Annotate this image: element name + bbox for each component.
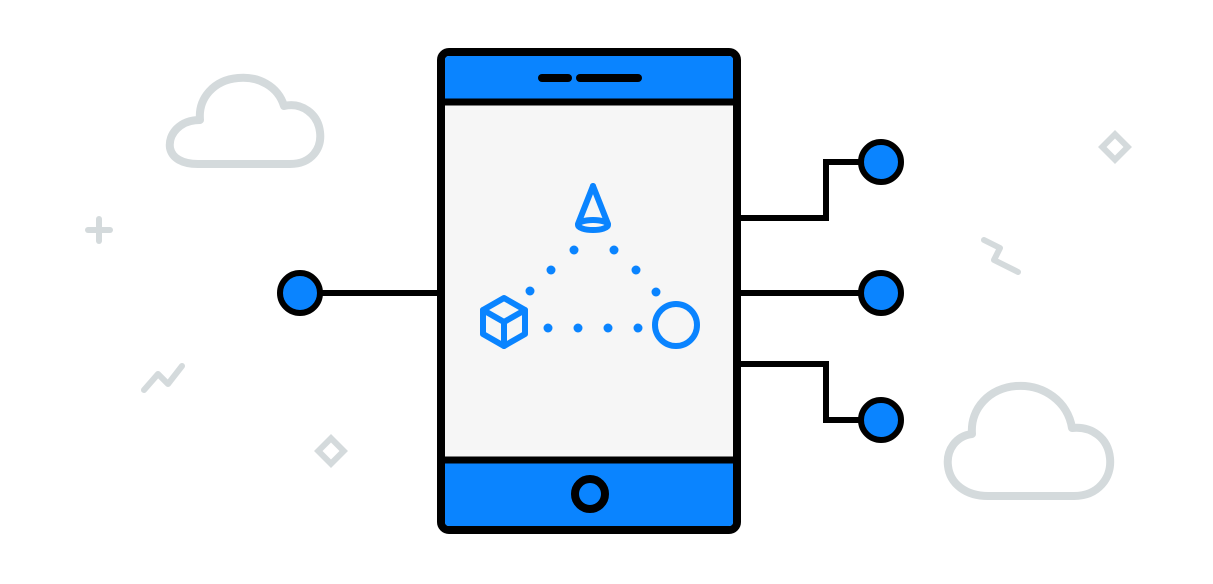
home-button-icon [571,475,609,513]
zigzag-sparkle-icon [981,237,1021,275]
sphere-icon [652,301,700,349]
right-connector-line-top [740,159,880,221]
phone-body [437,48,741,534]
diamond-sparkle-icon [1098,130,1132,164]
connection-lines [302,159,880,423]
connection-node-icon [858,397,904,443]
connection-node-icon [858,270,904,316]
connection-node-icon [277,270,323,316]
cone-icon [575,183,611,233]
zigzag-sparkle-icon [141,363,185,393]
plus-sparkle-icon [85,216,113,244]
right-connector-line-bottom [740,361,880,423]
connection-nodes [277,139,904,443]
connection-node-icon [858,139,904,185]
cloud-icon [943,381,1115,500]
smartphone-icon [437,48,741,534]
diamond-sparkle-icon [314,434,348,468]
cloud-icon [165,73,325,168]
shapes-graphic [480,183,700,349]
dotted-connections [525,245,661,333]
cube-icon [480,295,528,349]
